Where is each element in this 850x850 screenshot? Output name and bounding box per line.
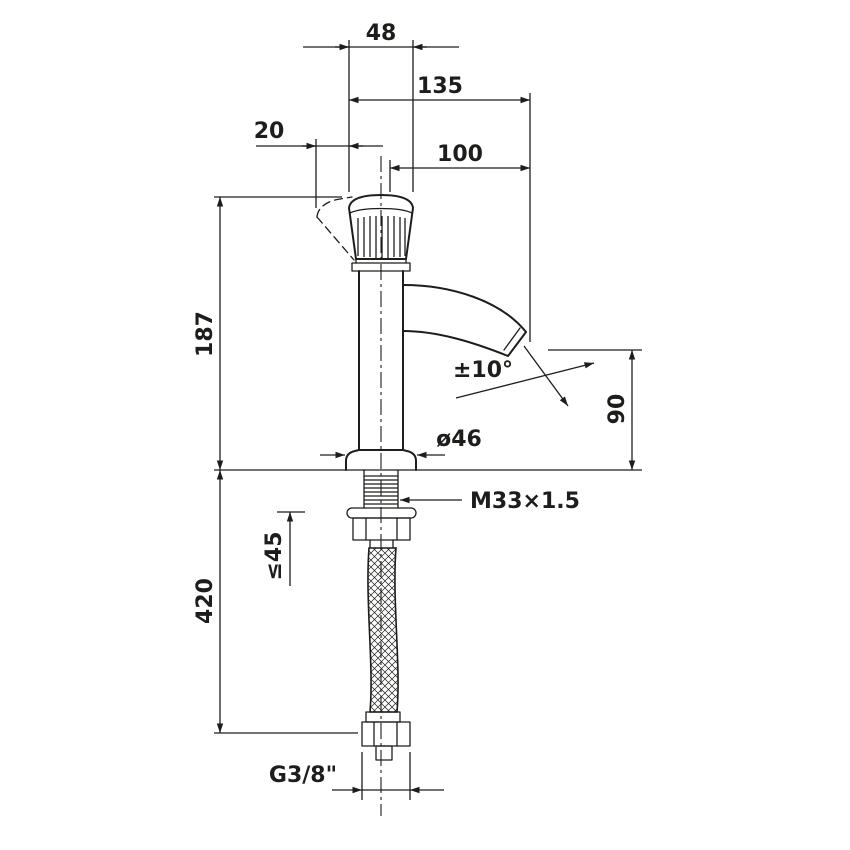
- dim-hose-length-label: 420: [193, 578, 218, 624]
- hose-nut-stub: [375, 745, 393, 761]
- body-cylinder: [358, 270, 404, 450]
- dim-shank-thread-label: M33×1.5: [470, 489, 580, 514]
- dimension-lines: 48 135 20 100 187 ±10°: [193, 21, 642, 800]
- handle-fluting: [357, 216, 406, 258]
- dim-handle-tilt-label: 20: [254, 119, 285, 144]
- spout: [402, 284, 527, 357]
- extension-lines: [214, 40, 642, 800]
- dim-knob-width-label: 48: [366, 21, 397, 46]
- shank-stub: [369, 539, 394, 549]
- dimension-height-above-deck: 187: [193, 197, 224, 470]
- dimension-max-thickness: ≤45: [262, 512, 294, 586]
- supply-hose: [367, 547, 399, 713]
- dimension-spout-reach: 100: [390, 142, 530, 172]
- dimension-connection-thread: G3/8": [269, 763, 444, 794]
- dimension-outlet-height: 90: [605, 350, 636, 470]
- dim-spout-reach-label: 100: [437, 142, 483, 167]
- dim-base-diameter-label: ø46: [436, 427, 482, 452]
- handle-cap-line: [349, 207, 413, 214]
- hose-connection-nut: [361, 721, 411, 747]
- dimension-shank-thread: M33×1.5: [400, 489, 580, 514]
- mounting-nut: [352, 517, 411, 541]
- handle-alt-position-dashed: [316, 196, 355, 261]
- dim-outlet-height-label: 90: [605, 394, 630, 425]
- dim-connection-thread-label: G3/8": [269, 763, 337, 788]
- collar: [351, 262, 411, 272]
- hose-crimp-collar: [365, 711, 401, 723]
- dim-height-label: 187: [193, 311, 218, 357]
- handle-knob: [348, 194, 414, 260]
- dimension-swivel-angle: ±10°: [453, 345, 595, 407]
- dimension-handle-tilt: 20: [254, 119, 383, 150]
- neck-lines: [355, 258, 407, 264]
- mounting-nut-facets: [365, 517, 398, 541]
- dim-max-thickness-label: ≤45: [262, 531, 287, 580]
- spout-outlet-face: [503, 327, 521, 351]
- shank-threads: [364, 475, 398, 505]
- dimension-hose-length: 420: [193, 470, 224, 733]
- faucet-outline: [214, 194, 642, 761]
- dimension-knob-width: 48: [303, 21, 459, 51]
- base-flange: [345, 449, 417, 471]
- dim-swivel-angle-label: ±10°: [453, 358, 513, 383]
- hose-nut-facets: [373, 721, 398, 747]
- dimension-total-reach: 135: [349, 74, 530, 104]
- dim-total-reach-label: 135: [417, 74, 463, 99]
- dimension-base-diameter: ø46: [320, 427, 482, 459]
